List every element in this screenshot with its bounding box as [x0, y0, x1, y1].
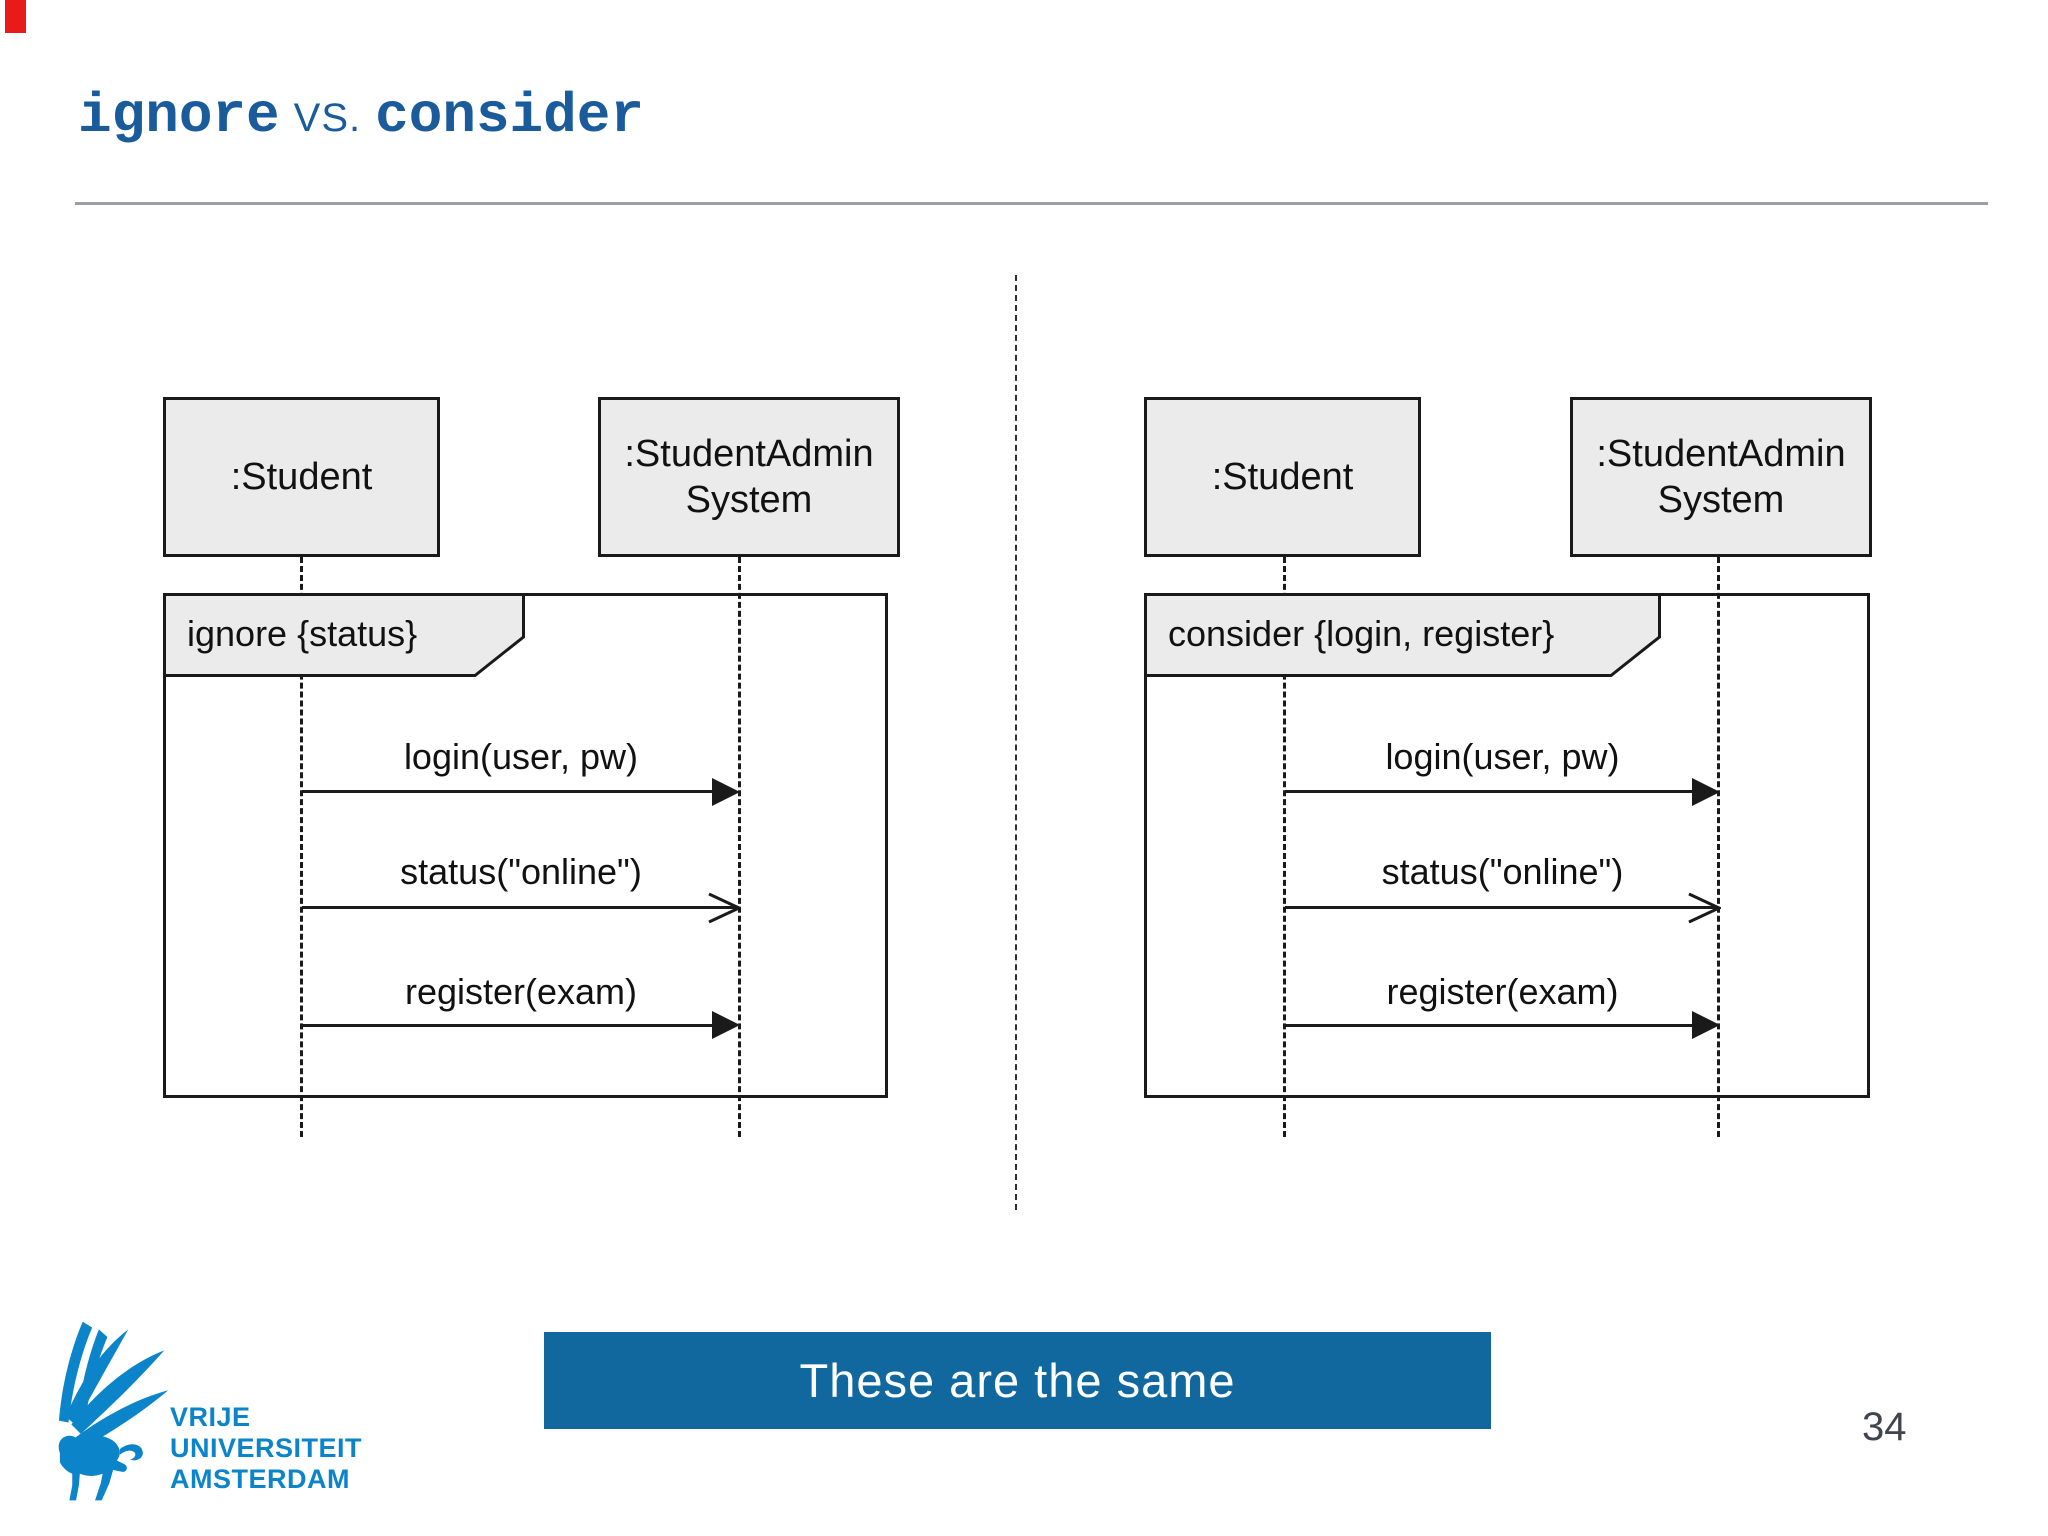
sync-arrowhead-icon	[1692, 778, 1720, 806]
lifeline-head-label-line2: System	[1657, 479, 1785, 521]
message-line	[302, 1024, 716, 1027]
frame-operator-pentagon	[163, 593, 525, 677]
callout-banner: These are the same	[544, 1332, 1491, 1429]
title-consider: consider	[375, 84, 644, 148]
lifeline-student	[300, 557, 303, 1137]
async-arrowhead-icon	[708, 892, 741, 924]
sync-arrowhead-icon	[1692, 1011, 1720, 1039]
message-label: status("online")	[1381, 851, 1624, 892]
page-title: ignore VS. consider	[78, 84, 644, 148]
async-arrowhead-icon	[1688, 892, 1721, 924]
message-label: register(exam)	[1386, 971, 1619, 1012]
vu-logo-wordmark: VRIJE UNIVERSITEIT AMSTERDAM	[170, 1402, 362, 1495]
lifeline-head-label-line1: :StudentAdmin	[624, 433, 874, 475]
title-rule	[75, 202, 1988, 205]
sync-arrowhead-icon	[712, 778, 740, 806]
message-label: register(exam)	[404, 971, 638, 1012]
message-label: status("online")	[400, 851, 642, 892]
message-line	[302, 906, 737, 909]
message-label: login(user, pw)	[1385, 736, 1620, 777]
frame-operator-label: ignore {status}	[187, 613, 418, 654]
message-line	[1285, 906, 1717, 909]
sync-arrowhead-icon	[712, 1011, 740, 1039]
lifeline-head-studentadmin: :StudentAdmin System	[1570, 397, 1872, 557]
lifeline-head-label: :Student	[1211, 456, 1354, 498]
lifeline-head-student: :Student	[163, 397, 440, 557]
message-line	[1285, 1024, 1698, 1027]
callout-banner-text: These are the same	[799, 1354, 1236, 1407]
message-label: login(user, pw)	[403, 736, 639, 777]
frame-operator-pentagon	[1144, 593, 1661, 677]
frame-operator-label: consider {login, register}	[1168, 613, 1555, 654]
lifeline-student	[1283, 557, 1286, 1137]
vu-griffin-logo-icon	[58, 1321, 169, 1501]
lifeline-studentadmin	[1717, 557, 1720, 1137]
vu-logo-line1: VRIJE	[170, 1402, 251, 1432]
title-ignore: ignore	[78, 84, 280, 148]
page-number: 34	[1862, 1405, 1907, 1449]
lifeline-head-label: :Student	[230, 456, 373, 498]
message-line	[1285, 790, 1698, 793]
lifeline-studentadmin	[738, 557, 741, 1137]
vu-logo-line2: UNIVERSITEIT	[170, 1433, 363, 1463]
recording-marker	[5, 0, 26, 33]
vu-logo-line3: AMSTERDAM	[170, 1464, 350, 1494]
diagram-separator-line	[1015, 275, 1017, 1210]
interaction-frame	[163, 593, 888, 1098]
lifeline-head-label-line1: :StudentAdmin	[1596, 433, 1846, 475]
lifeline-head-studentadmin: :StudentAdmin System	[598, 397, 900, 557]
message-line	[302, 790, 716, 793]
title-vs: VS.	[293, 96, 362, 140]
lifeline-head-student: :Student	[1144, 397, 1421, 557]
lifeline-head-label-line2: System	[685, 479, 813, 521]
